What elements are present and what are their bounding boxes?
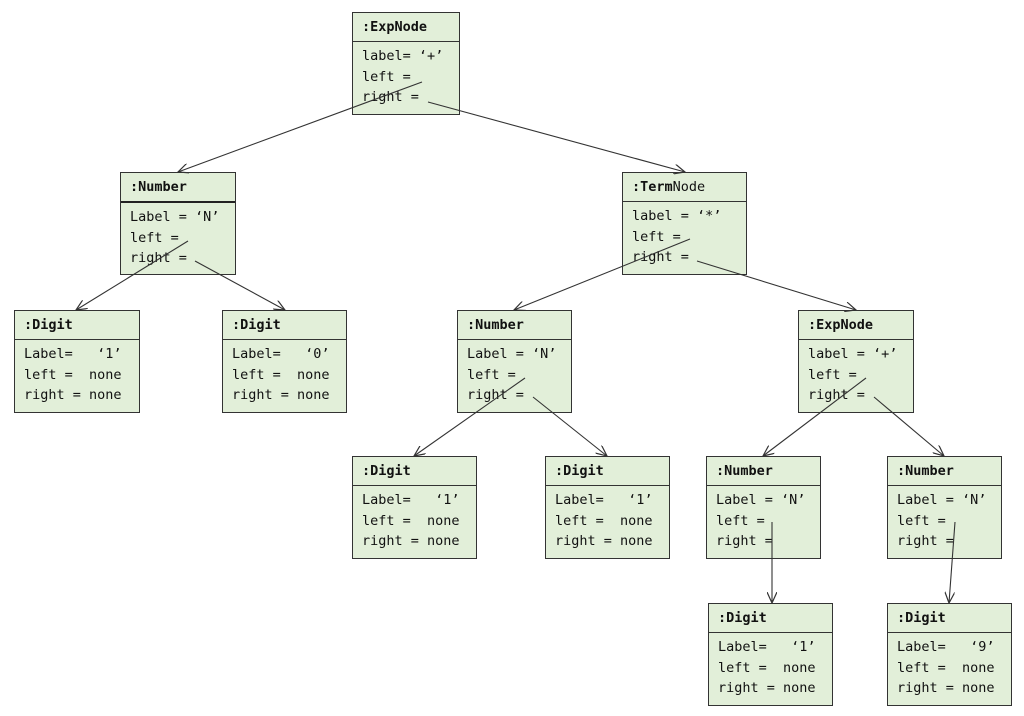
node-attributes: Label= ‘1’ left = none right = none: [15, 340, 139, 406]
node-title-class: :Number: [467, 317, 524, 333]
node-attribute-line: left = none: [362, 512, 460, 529]
node-attribute-line: right = none: [555, 533, 653, 549]
node-attribute-line: right = none: [24, 387, 122, 403]
node-attribute-line: right =: [130, 250, 187, 266]
node-title: :Number: [458, 311, 571, 340]
node-attribute-line: right =: [467, 387, 524, 403]
node-attribute-line: Label = ‘N’: [467, 346, 557, 362]
edge-n5-to-n7: [414, 377, 526, 456]
node-attribute-line: left =: [632, 228, 681, 245]
edge-n2-to-n6: [696, 260, 856, 310]
edge-n6-to-n10: [873, 396, 944, 456]
node-attributes: label = ‘+’left =right =: [799, 340, 913, 406]
node-title-class: :Digit: [362, 463, 411, 479]
node-attribute-line: left =: [716, 512, 765, 529]
node-title: :Digit: [223, 311, 346, 340]
node-attribute-line: left = none: [24, 366, 122, 383]
node-attribute-line: right = none: [718, 680, 816, 696]
node-attribute-line: left = none: [718, 659, 816, 676]
node-attribute-line: left = none: [232, 366, 330, 383]
edge-n6-to-n9: [763, 377, 867, 456]
node-attributes: Label= ‘1’ left = none right = none: [546, 486, 669, 552]
node-attributes: Label = ‘N’ left = right =: [707, 486, 820, 552]
node-attribute-line: Label= ‘1’: [362, 492, 460, 508]
edge-n0-to-n2: [427, 101, 685, 172]
node-title-class: :Digit: [555, 463, 604, 479]
node-title: :TermNode: [623, 173, 746, 202]
node-title: :Number: [707, 457, 820, 486]
node-attribute-line: left = none: [897, 659, 995, 676]
node-title-class: :Term: [632, 179, 673, 195]
node-attribute-line: right =: [632, 249, 689, 265]
node-attributes: Label= ‘1’ left = none right = none: [709, 633, 832, 699]
node-title: :Digit: [888, 604, 1011, 633]
edge-n0-to-n1: [178, 81, 423, 172]
edge-n1-to-n3: [76, 240, 189, 310]
node-attribute-line: left =: [808, 366, 857, 383]
edge-n10-to-n12: [949, 521, 956, 603]
node-title: :ExpNode: [799, 311, 913, 340]
node-attribute-line: label = ‘*’: [632, 208, 722, 224]
node-attribute-line: right = none: [232, 387, 330, 403]
node-title-class: :Digit: [24, 317, 73, 333]
node-title: :Digit: [15, 311, 139, 340]
node-title: :Number: [888, 457, 1001, 486]
node-title: :Digit: [546, 457, 669, 486]
node-title-class: :ExpNode: [808, 317, 874, 333]
node-attribute-line: Label = ‘N’: [716, 492, 806, 508]
node-attribute-line: right = none: [362, 533, 460, 549]
node-attribute-line: Label= ‘1’: [718, 639, 816, 655]
node-attributes: Label= ‘1’ left = none right = none: [353, 486, 476, 552]
node-title-class: :Number: [716, 463, 773, 479]
node-attributes: Label = ‘N’ left = right =: [888, 486, 1001, 552]
edge-n1-to-n4: [194, 260, 285, 310]
node-title-class: :Digit: [897, 610, 946, 626]
node-title: :Digit: [709, 604, 832, 633]
node-attribute-line: left =: [362, 68, 411, 85]
node-attributes: Label = ‘N’ left = right =: [121, 203, 235, 269]
node-attribute-line: right =: [897, 533, 954, 549]
node-attribute-line: left =: [130, 229, 179, 246]
node-title-class: :Number: [897, 463, 954, 479]
node-title: :Digit: [353, 457, 476, 486]
node-title: :ExpNode: [353, 13, 459, 42]
node-attribute-line: Label= ‘9’: [897, 639, 995, 655]
node-attribute-line: Label = ‘N’: [130, 209, 220, 225]
node-attribute-line: right =: [716, 533, 773, 549]
node-attributes: Label = ‘N’ left = right =: [458, 340, 571, 406]
node-title-suffix: Node: [672, 179, 706, 195]
node-attribute-line: Label= ‘1’: [24, 346, 122, 362]
node-title-class: :Digit: [232, 317, 281, 333]
node-attribute-line: left = none: [555, 512, 653, 529]
node-attribute-line: Label= ‘1’: [555, 492, 653, 508]
node-attribute-line: left =: [467, 366, 516, 383]
node-attribute-line: right = none: [897, 680, 995, 696]
edge-n2-to-n5: [514, 238, 691, 310]
edge-n5-to-n8: [532, 396, 607, 456]
node-attribute-line: label= ‘+’: [362, 48, 444, 64]
node-attribute-line: Label = ‘N’: [897, 492, 987, 508]
node-attribute-line: label = ‘+’: [808, 346, 898, 362]
node-attribute-line: left =: [897, 512, 946, 529]
node-title-class: :Digit: [718, 610, 767, 626]
node-attribute-line: Label= ‘0’: [232, 346, 330, 362]
node-attributes: label = ‘*’ left = right =: [623, 202, 746, 268]
node-attributes: Label= ‘9’ left = none right = none: [888, 633, 1011, 699]
node-attributes: Label= ‘0’ left = none right = none: [223, 340, 346, 406]
node-title: :Number: [121, 173, 235, 203]
node-title-class: :ExpNode: [362, 19, 428, 35]
node-title-class: :Number: [130, 179, 187, 195]
